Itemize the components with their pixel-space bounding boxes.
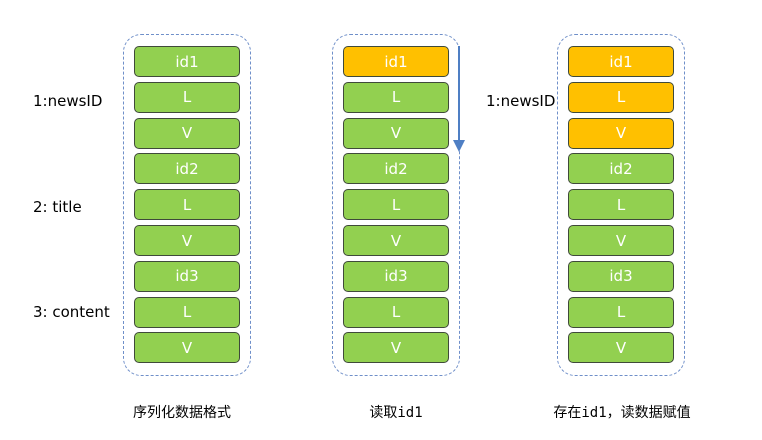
cell-v: V <box>134 332 240 364</box>
caption-column-2: 读取id1 <box>369 405 423 421</box>
cell-l: L <box>568 81 674 113</box>
column-1-frame <box>123 34 251 376</box>
label-title-left: 2: title <box>33 198 82 216</box>
caption-column-1: 序列化数据格式 <box>133 405 231 421</box>
cell-v: V <box>343 225 449 256</box>
cell-v: V <box>568 332 674 364</box>
cell-v: V <box>134 225 240 256</box>
cell-v: V <box>343 332 449 364</box>
cell-l: L <box>134 296 240 328</box>
cell-id2: id2 <box>343 153 449 185</box>
cell-v: V <box>134 117 240 149</box>
cell-l: L <box>343 189 449 221</box>
label-content-left: 3: content <box>33 303 110 321</box>
cell-l: L <box>343 81 449 113</box>
cell-l: L <box>343 296 449 328</box>
cell-l: L <box>568 189 674 221</box>
label-newsid-right: 1:newsID <box>486 92 556 110</box>
cell-v: V <box>568 117 674 149</box>
cell-id3: id3 <box>568 260 674 292</box>
label-newsid-left: 1:newsID <box>33 92 103 110</box>
cell-l: L <box>134 81 240 113</box>
read-direction-arrow-icon <box>453 46 465 152</box>
cell-id3: id3 <box>134 260 240 292</box>
cell-v: V <box>343 117 449 149</box>
cell-id2: id2 <box>568 153 674 185</box>
cell-l: L <box>134 189 240 221</box>
cell-id1: id1 <box>134 46 240 77</box>
caption-column-3: 存在id1，读数据赋值 <box>553 405 691 421</box>
cell-l: L <box>568 296 674 328</box>
cell-v: V <box>568 225 674 256</box>
cell-id1: id1 <box>568 46 674 77</box>
cell-id1: id1 <box>343 46 449 77</box>
cell-id3: id3 <box>343 260 449 292</box>
column-2-frame <box>332 34 460 376</box>
column-3-frame <box>557 34 685 376</box>
cell-id2: id2 <box>134 153 240 185</box>
